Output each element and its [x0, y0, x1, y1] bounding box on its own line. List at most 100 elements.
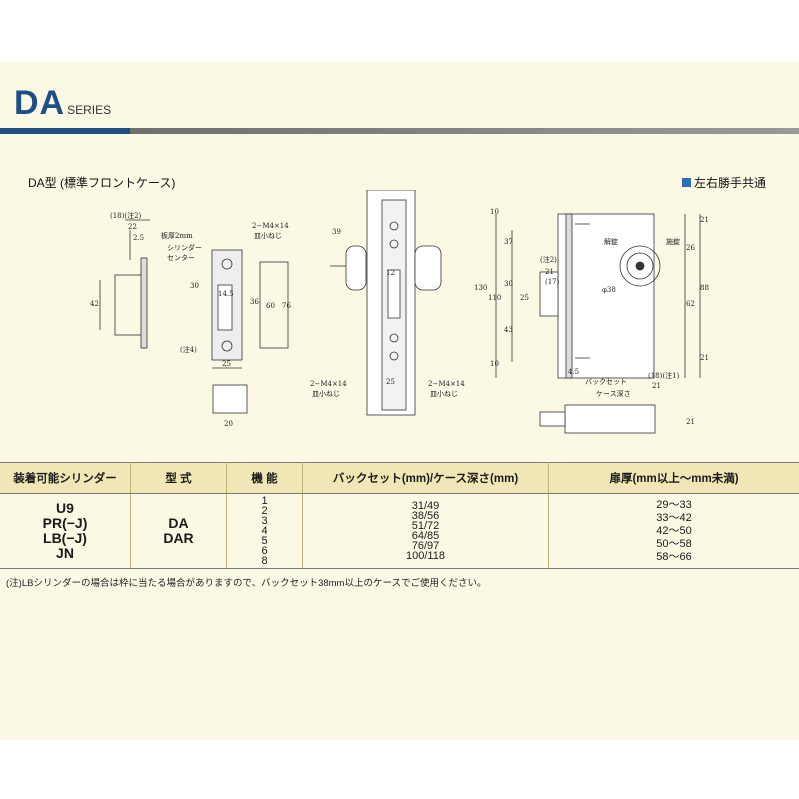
label-17: (17)	[545, 278, 560, 286]
label-note4: (注4)	[180, 345, 197, 354]
label-62: 62	[686, 300, 695, 308]
cylinder-item: U9	[56, 500, 74, 516]
function-item: 8	[261, 555, 268, 567]
cylinder-outer	[619, 245, 661, 287]
door-thickness-item: 29〜33	[656, 498, 692, 511]
function-item: 4	[261, 525, 268, 537]
technical-drawing: (18)(注2) 22 2.5 42 板厚2mm シリンダー センター 30 1…	[90, 190, 709, 434]
label-42: 42	[90, 300, 99, 308]
cell-types: DA DAR	[130, 493, 227, 569]
cylinder-item: PR(−J)	[42, 515, 88, 531]
function-item: 6	[261, 545, 268, 557]
label-21-bot: 21	[700, 354, 709, 362]
cell-functions: 1 2 3 4 5 6 8	[226, 493, 303, 569]
label-36: 36	[250, 298, 259, 306]
cell-door-thickness: 29〜33 33〜42 42〜50 50〜58 58〜66	[548, 493, 799, 569]
door-thickness-item: 33〜42	[656, 511, 692, 524]
header-type: 型 式	[130, 462, 227, 494]
label-note2: (注2)	[540, 255, 557, 264]
label-30: 30	[190, 282, 199, 290]
knob-left	[345, 245, 367, 291]
both-hands-label: 左右勝手共通	[682, 174, 766, 191]
label-cyl-center-1: シリンダー	[167, 243, 202, 252]
label-4-5: 4.5	[568, 368, 579, 376]
door-thickness-item: 58〜66	[656, 550, 692, 563]
label-76: 76	[282, 302, 291, 310]
title-rule	[0, 128, 799, 134]
both-hands-text: 左右勝手共通	[694, 176, 767, 190]
cylinder-item: JN	[56, 545, 74, 561]
strike-screw-bottom	[221, 340, 233, 352]
label-cyl-center-2: センター	[167, 253, 195, 262]
deadbolt	[539, 271, 559, 317]
label-plate-thickness: 板厚2mm	[161, 231, 193, 240]
label-21-b: 21	[652, 382, 661, 390]
strike-front-plate	[211, 249, 243, 361]
strike-box-bottom	[212, 384, 248, 414]
cell-backsets: 31/49 38/56 51/72 64/85 76/97 100/118	[302, 493, 549, 569]
label-14-5: 14.5	[218, 290, 234, 298]
label-screw1-a: 2−M4×14	[252, 222, 289, 230]
type-item: DA	[168, 515, 189, 531]
label-screw1-b: 皿小ねじ	[254, 231, 282, 240]
table-header-row: 装着可能シリンダー 型 式 機 能 バックセット(mm)/ケース深さ(mm) 扉…	[0, 462, 799, 494]
door-thickness-item: 50〜58	[656, 537, 692, 550]
footnote: (注)LBシリンダーの場合は枠に当たる場合がありますので、バックセット38mm以…	[6, 578, 487, 589]
label-backset: バックセット	[585, 378, 627, 386]
label-case-depth: ケース深さ	[596, 389, 631, 398]
label-30r: 30	[504, 280, 513, 288]
strike-screw-top	[221, 258, 233, 270]
label-10-top: 10	[490, 208, 499, 216]
door-thickness-item: 42〜50	[656, 524, 692, 537]
cell-cylinders: U9 PR(−J) LB(−J) JN	[0, 493, 131, 569]
label-25b: 25	[386, 378, 395, 386]
strike-side-body	[114, 274, 144, 336]
label-21-side: 21	[686, 418, 695, 426]
series-title-small: SERIES	[67, 103, 112, 117]
header-door-thickness: 扉厚(mm以上〜mm未満)	[548, 462, 799, 494]
function-item: 3	[261, 515, 268, 527]
bolt-bottom-view	[564, 404, 656, 434]
label-25: 25	[222, 360, 231, 368]
label-20: 20	[224, 420, 233, 428]
header-cylinder: 装着可能シリンダー	[0, 462, 131, 494]
series-title-big: DA	[14, 84, 66, 122]
label-130: 130	[474, 284, 487, 292]
table-row: U9 PR(−J) LB(−J) JN DA DAR 1 2 3 4 5 6 8…	[0, 493, 799, 569]
drawing-title: DA型 (標準フロントケース)	[28, 176, 176, 190]
label-18-note1: (18)(注1)	[648, 371, 680, 380]
backset-item: 31/49	[411, 500, 440, 512]
header-function: 機 能	[226, 462, 303, 494]
strike-box	[259, 261, 289, 349]
label-110: 110	[488, 294, 501, 302]
label-lock: 施錠	[666, 237, 680, 246]
label-screw2-b: 皿小ねじ	[312, 389, 340, 398]
spec-table: 装着可能シリンダー 型 式 機 能 バックセット(mm)/ケース深さ(mm) 扉…	[0, 462, 799, 569]
backset-item: 100/118	[406, 550, 445, 562]
lock-case	[557, 213, 655, 379]
type-item: DAR	[163, 530, 194, 546]
label-43: 43	[504, 326, 513, 334]
cylinder-item: LB(−J)	[43, 530, 87, 546]
label-screw3-a: 2−M4×14	[428, 380, 465, 388]
knob-right	[414, 245, 442, 291]
label-26: 26	[686, 244, 695, 252]
backset-item: 64/85	[411, 530, 440, 542]
label-2-5: 2.5	[133, 234, 144, 242]
function-item: 2	[261, 505, 268, 517]
label-22: 22	[128, 223, 137, 231]
backset-item: 76/97	[411, 540, 440, 552]
label-21-top: 21	[700, 216, 709, 224]
label-18-note2: (18)(注2)	[110, 211, 142, 220]
blue-square-icon	[682, 178, 691, 187]
backset-item: 51/72	[411, 520, 440, 532]
label-phi38: φ38	[602, 286, 616, 294]
label-screw2-a: 2−M4×14	[310, 380, 347, 388]
label-39: 39	[332, 228, 341, 236]
latch-slot	[387, 269, 401, 319]
label-88: 88	[700, 284, 709, 292]
series-title: DA SERIES	[14, 84, 111, 124]
function-item: 5	[261, 535, 268, 547]
label-10-bot: 10	[490, 360, 499, 368]
function-item: 1	[261, 495, 268, 507]
